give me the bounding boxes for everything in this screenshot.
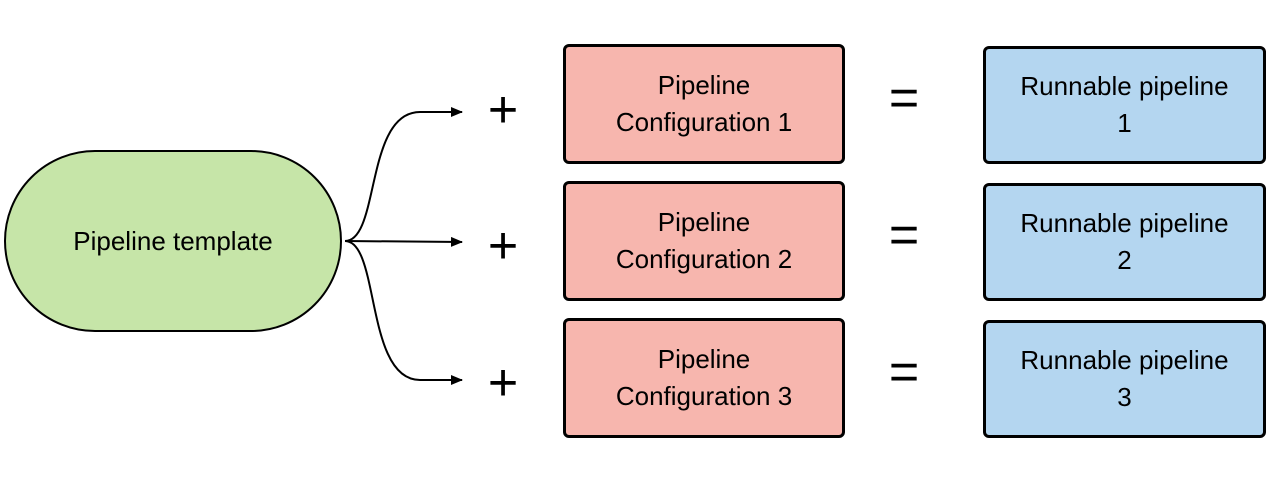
configuration-3-line-2: Configuration 3 <box>615 381 793 411</box>
arrow-to-row-3 <box>344 240 463 385</box>
runnable-pipeline-3-box: Runnable pipeline 3 <box>983 320 1266 438</box>
runnable-pipeline-1-box: Runnable pipeline 1 <box>983 46 1266 164</box>
plus-operator-row-3: + <box>487 354 519 412</box>
pipeline-configuration-1-box: Pipeline Configuration 1 <box>563 44 845 164</box>
configuration-3-line-1: Pipeline <box>657 344 751 374</box>
pipeline-configuration-3-box: Pipeline Configuration 3 <box>563 318 845 438</box>
runnable-2-line-1: Runnable pipeline <box>1020 208 1229 238</box>
configuration-1-line-2: Configuration 1 <box>615 107 793 137</box>
equals-operator-row-1: = <box>888 69 920 127</box>
plus-operator-row-1: + <box>487 81 519 139</box>
runnable-1-line-2: 1 <box>1117 108 1132 138</box>
runnable-3-line-1: Runnable pipeline <box>1020 345 1229 375</box>
runnable-2-line-2: 2 <box>1117 245 1132 275</box>
runnable-pipeline-2-box: Runnable pipeline 2 <box>983 183 1266 301</box>
plus-operator-row-2: + <box>487 217 519 275</box>
configuration-1-line-1: Pipeline <box>657 70 751 100</box>
configuration-2-line-2: Configuration 2 <box>615 244 793 274</box>
runnable-1-line-1: Runnable pipeline <box>1020 71 1229 101</box>
pipeline-template-label: Pipeline template <box>73 225 273 256</box>
arrow-to-row-1 <box>344 107 463 242</box>
equals-operator-row-2: = <box>888 206 920 264</box>
arrow-to-row-2 <box>344 236 463 247</box>
equals-operator-row-3: = <box>888 343 920 401</box>
runnable-3-line-2: 3 <box>1117 382 1132 412</box>
pipeline-configuration-2-box: Pipeline Configuration 2 <box>563 181 845 301</box>
pipeline-template-node: Pipeline template <box>4 150 342 332</box>
configuration-2-line-1: Pipeline <box>657 207 751 237</box>
